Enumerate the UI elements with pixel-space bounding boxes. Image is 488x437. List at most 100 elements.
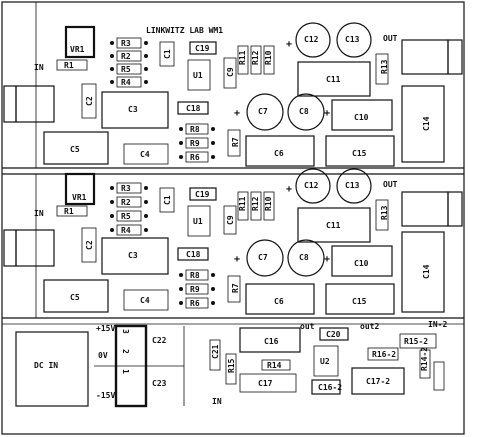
- svg-text:IN: IN: [34, 209, 44, 218]
- svg-text:+: +: [234, 108, 240, 119]
- c12: [295, 22, 331, 58]
- svg-text:R8: R8: [190, 125, 200, 134]
- svg-text:R7: R7: [231, 283, 240, 293]
- power-supply: DC IN +15V 0V -15V 3 2 1 C22 C23 C21 R15…: [15, 320, 447, 408]
- resistor-stack-left: R3 R2 R5 R4: [110, 37, 148, 88]
- svg-text:C20: C20: [326, 330, 341, 339]
- svg-text:C6: C6: [274, 297, 284, 306]
- svg-text:C13: C13: [345, 181, 360, 190]
- svg-text:R13: R13: [380, 205, 389, 220]
- svg-text:C2: C2: [85, 96, 94, 106]
- svg-text:C7: C7: [258, 253, 268, 262]
- c1: [159, 41, 175, 67]
- svg-text:C13: C13: [345, 35, 360, 44]
- svg-text:C17: C17: [258, 379, 273, 388]
- svg-text:R4: R4: [121, 78, 131, 87]
- r1: [56, 59, 88, 71]
- svg-text:R12: R12: [251, 50, 260, 65]
- svg-text:C5: C5: [70, 145, 80, 154]
- channel-2: VR1 IN R1 R3 R2 R5 R4 C1 C19 U1 C9 R11 R…: [3, 168, 463, 315]
- vr1-label: VR1: [70, 45, 85, 54]
- c18: [177, 101, 209, 115]
- output-connector: [401, 39, 449, 75]
- r15-2: [367, 347, 399, 361]
- svg-text:R9: R9: [190, 285, 200, 294]
- svg-text:C4: C4: [140, 150, 150, 159]
- u1: [187, 59, 211, 91]
- svg-text:R1: R1: [64, 207, 74, 216]
- c2: [81, 83, 97, 119]
- svg-text:U1: U1: [193, 71, 203, 80]
- c22-label: C22: [152, 336, 167, 345]
- c4: [123, 143, 169, 165]
- svg-text:R10: R10: [264, 196, 273, 211]
- svg-text:U2: U2: [320, 357, 330, 366]
- svg-text:R11: R11: [238, 196, 247, 211]
- c11: [297, 61, 371, 97]
- svg-text:R2: R2: [121, 52, 131, 61]
- svg-text:C9: C9: [226, 215, 235, 225]
- resistor-stack-mid: R8 R9 R6: [179, 123, 215, 163]
- svg-text:R14-2: R14-2: [420, 347, 429, 371]
- svg-text:C16-2: C16-2: [318, 383, 342, 392]
- c17-2: [399, 333, 437, 349]
- svg-text:C18: C18: [186, 250, 201, 259]
- c7: [246, 93, 284, 131]
- svg-text:R5: R5: [121, 212, 131, 221]
- svg-text:C19: C19: [195, 44, 210, 53]
- svg-text:R7: R7: [231, 137, 240, 147]
- svg-text:R15: R15: [227, 358, 236, 373]
- svg-text:R4: R4: [121, 226, 131, 235]
- svg-text:C15: C15: [352, 297, 367, 306]
- c9: [223, 57, 237, 89]
- svg-text:R8: R8: [190, 271, 200, 280]
- svg-text:R16-2: R16-2: [372, 350, 396, 359]
- channel-1: LINKWITZ LAB WM1 VR1 IN R1 R3 R2 R5 R4 C…: [3, 22, 463, 167]
- svg-text:R3: R3: [121, 184, 131, 193]
- svg-text:U1: U1: [193, 217, 203, 226]
- c5: [43, 131, 109, 165]
- svg-text:+: +: [286, 184, 292, 195]
- svg-text:-15V: -15V: [96, 391, 115, 400]
- vr1-ch2: [64, 172, 96, 206]
- svg-text:+: +: [234, 254, 240, 265]
- svg-text:C10: C10: [354, 113, 369, 122]
- c10: [331, 99, 393, 131]
- svg-text:C9: C9: [226, 67, 235, 77]
- svg-text:C12: C12: [304, 35, 319, 44]
- svg-text:C18: C18: [186, 104, 201, 113]
- svg-text:VR1: VR1: [72, 193, 87, 202]
- svg-text:C12: C12: [304, 181, 319, 190]
- svg-text:R6: R6: [190, 299, 200, 308]
- svg-text:R10: R10: [264, 50, 273, 65]
- svg-text:C16: C16: [264, 337, 279, 346]
- svg-text:R6: R6: [190, 153, 200, 162]
- c6: [245, 135, 315, 167]
- svg-text:C8: C8: [299, 253, 309, 262]
- svg-text:C17-2: C17-2: [366, 377, 390, 386]
- svg-text:2: 2: [121, 349, 130, 354]
- board-outline: [1, 1, 465, 435]
- svg-text:R15-2: R15-2: [404, 337, 428, 346]
- out-label: OUT: [383, 34, 398, 43]
- input-connector: [15, 85, 55, 123]
- svg-text:R12: R12: [251, 196, 260, 211]
- svg-text:C11: C11: [326, 221, 341, 230]
- svg-text:C1: C1: [163, 195, 172, 205]
- svg-text:+: +: [324, 254, 330, 265]
- svg-text:C4: C4: [140, 296, 150, 305]
- in-label: IN: [34, 63, 44, 72]
- svg-text:3: 3: [121, 329, 130, 334]
- svg-text:C2: C2: [85, 240, 94, 250]
- svg-text:1: 1: [121, 369, 130, 374]
- svg-text:C11: C11: [326, 75, 341, 84]
- svg-text:R11: R11: [238, 50, 247, 65]
- svg-text:C6: C6: [274, 149, 284, 158]
- svg-text:+: +: [286, 39, 292, 50]
- c21: [319, 327, 349, 341]
- dc-in-jack: [15, 331, 89, 407]
- svg-text:R2: R2: [121, 198, 131, 207]
- svg-text:C8: C8: [299, 107, 309, 116]
- c16: [239, 327, 301, 353]
